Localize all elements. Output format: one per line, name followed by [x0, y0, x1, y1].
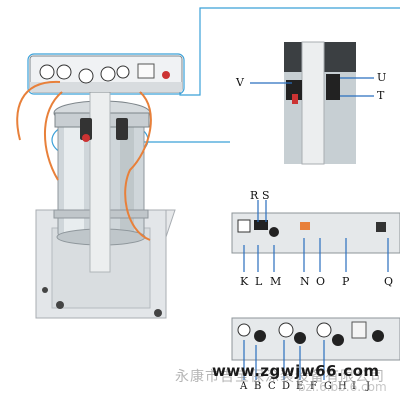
callout-label-b: B: [254, 381, 262, 392]
detail-photo-front-panel: [231, 317, 400, 380]
callout-label-j: J: [366, 381, 371, 392]
callout-label-l: L: [255, 275, 263, 288]
callout-label-d: D: [282, 381, 291, 392]
support-pole: [89, 91, 111, 273]
detail-photo-valves: [250, 41, 374, 165]
callout-label-m: M: [270, 275, 282, 288]
callout-label-p: P: [342, 275, 350, 288]
watermark-url: www.zgwjw66.com: [212, 362, 380, 380]
callout-label-u: U: [377, 71, 387, 84]
callout-label-a: A: [240, 381, 248, 392]
callout-label-t: T: [377, 89, 385, 102]
valves: [80, 118, 128, 142]
callout-label-v: V: [236, 76, 244, 89]
callout-label-n: N: [300, 275, 310, 288]
watermark-company: 永康市吉宝保涂装设备有限公司: [175, 369, 385, 385]
gauges: [39, 63, 170, 84]
wheels: [42, 287, 162, 317]
callout-label-r: R: [250, 189, 259, 202]
callout-label-q: Q: [384, 275, 394, 288]
callout-label-h: H: [338, 381, 347, 392]
machine: [16, 55, 183, 319]
callout-label-s: S: [262, 189, 270, 202]
callout-label-f: F: [310, 381, 317, 392]
callout-label-i: I: [352, 381, 356, 392]
callout-label-e: E: [296, 381, 304, 392]
callout-label-g: G: [324, 381, 332, 392]
hoses: [16, 80, 152, 241]
callout-label-k: K: [240, 275, 249, 288]
callout-label-o: O: [316, 275, 326, 288]
callout-label-c: C: [268, 381, 276, 392]
detail-photo-rear-panel: [231, 200, 400, 272]
watermark-url-grey: bzl.6.bb.6.com: [298, 380, 387, 394]
